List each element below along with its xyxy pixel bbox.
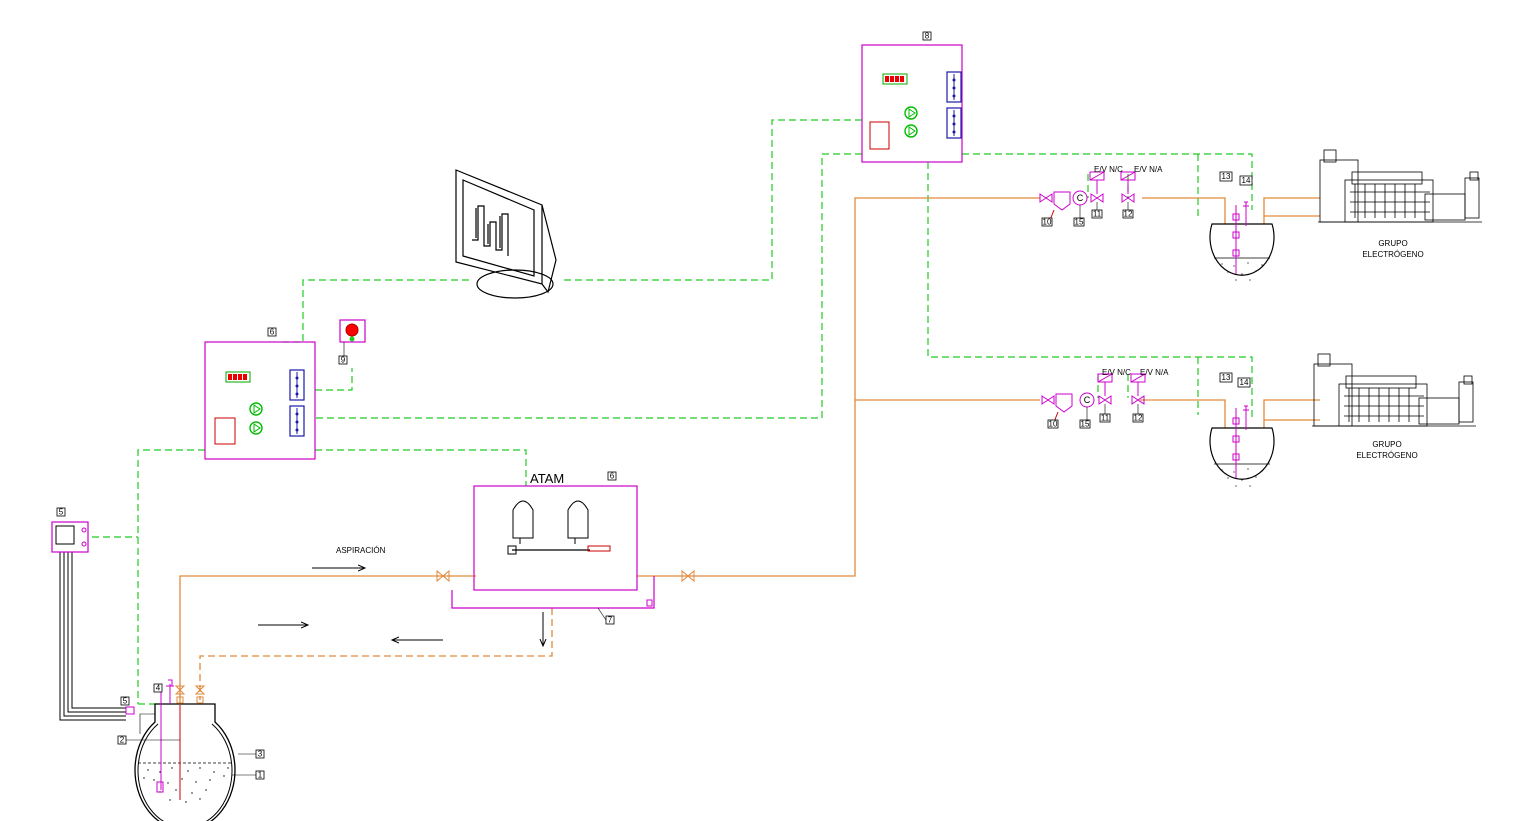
svg-text:6: 6 — [270, 328, 275, 337]
svg-text:14: 14 — [1242, 176, 1251, 185]
tag-15a: 15 — [1073, 218, 1085, 227]
tag-5a: 5 — [56, 508, 66, 517]
fuel-lines — [179, 197, 1320, 704]
svg-text:15: 15 — [1081, 420, 1090, 429]
alarm-beacon — [339, 319, 366, 343]
tag-4: 4 — [153, 684, 163, 693]
svg-text:1: 1 — [258, 771, 263, 780]
return-line — [199, 608, 553, 700]
svg-text:7: 7 — [608, 616, 613, 625]
tag-13a: 13 — [1219, 171, 1233, 182]
tag-12a: 12 — [1122, 202, 1134, 219]
svg-text:C: C — [1084, 395, 1091, 405]
svg-text:2: 2 — [120, 736, 125, 745]
svg-text:6: 6 — [610, 472, 615, 481]
day-tank-2 — [1209, 405, 1275, 487]
supply-line-2-components: C — [1041, 373, 1146, 423]
tag-11b: 11 — [1099, 404, 1111, 423]
grupo-label-1: GRUPO — [1378, 239, 1407, 248]
svg-text:9: 9 — [341, 356, 346, 365]
main-tank — [134, 679, 236, 821]
aspiracion-label: ASPIRACIÓN — [336, 546, 386, 555]
svg-text:8: 8 — [925, 32, 930, 41]
grupo-label-2: GRUPO — [1372, 440, 1401, 449]
tag-6b: 6 — [607, 472, 617, 481]
day-tank-1 — [1209, 201, 1275, 281]
ev-na-label-1: E/V N/A — [1134, 165, 1163, 174]
tag-2: 2 — [117, 736, 180, 745]
svg-text:10: 10 — [1043, 218, 1052, 227]
tag-11a: 11 — [1091, 202, 1103, 219]
control-panel-left — [204, 341, 316, 460]
level-gauge — [51, 521, 89, 553]
flow-arrows — [258, 568, 543, 646]
svg-text:11: 11 — [1093, 210, 1102, 219]
svg-text:C: C — [1077, 193, 1084, 203]
control-panel-top — [861, 44, 963, 163]
generator-1-icon — [1318, 149, 1482, 223]
ev-nc-label-1: E/V N/C — [1094, 165, 1123, 174]
svg-text:3: 3 — [258, 750, 263, 759]
tag-7: 7 — [597, 607, 615, 625]
tag-10b: 10 — [1047, 420, 1059, 429]
tag-10a: 10 — [1041, 218, 1053, 227]
ev-na-label-2: E/V N/A — [1140, 368, 1169, 377]
valve-atam-in — [436, 569, 450, 583]
svg-text:13: 13 — [1222, 172, 1231, 181]
tag-1: 1 — [232, 771, 265, 780]
generator-2-icon — [1312, 353, 1476, 427]
signal-lines — [92, 119, 1253, 705]
svg-text:5: 5 — [59, 508, 64, 517]
tag-5b: 5 — [120, 697, 130, 706]
svg-text:12: 12 — [1134, 414, 1143, 423]
svg-text:13: 13 — [1222, 373, 1231, 382]
valve-atam-out — [681, 569, 695, 583]
tag-15b: 15 — [1079, 420, 1091, 429]
tag-12b: 12 — [1132, 404, 1144, 423]
sensor-connector — [125, 706, 135, 715]
svg-text:10: 10 — [1049, 420, 1058, 429]
tag-8: 8 — [922, 32, 932, 41]
ev-nc-label-2: E/V N/C — [1102, 368, 1131, 377]
supply-line-1-components: C — [1039, 171, 1136, 221]
svg-text:12: 12 — [1124, 210, 1133, 219]
atam-unit — [451, 485, 655, 609]
sensor-cable — [59, 552, 126, 721]
svg-text:14: 14 — [1240, 378, 1249, 387]
svg-text:5: 5 — [123, 697, 128, 706]
number-tags: 1 2 3 4 5 5 6 6 7 8 9 10 15 11 12 13 14 … — [56, 32, 1253, 780]
atam-label: ATAM — [530, 471, 564, 486]
tag-9: 9 — [338, 342, 348, 365]
tag-6a: 6 — [267, 328, 277, 337]
tag-14b: 14 — [1237, 377, 1251, 388]
svg-text:11: 11 — [1101, 414, 1110, 423]
svg-text:15: 15 — [1075, 218, 1084, 227]
monitor-icon — [455, 169, 557, 299]
svg-text:4: 4 — [156, 684, 161, 693]
tag-3: 3 — [238, 750, 265, 759]
electrogeno-label-2: ELECTRÓGENO — [1356, 451, 1417, 460]
tag-14a: 14 — [1239, 175, 1253, 186]
electrogeno-label-1: ELECTRÓGENO — [1362, 250, 1423, 259]
tag-13b: 13 — [1219, 372, 1233, 383]
